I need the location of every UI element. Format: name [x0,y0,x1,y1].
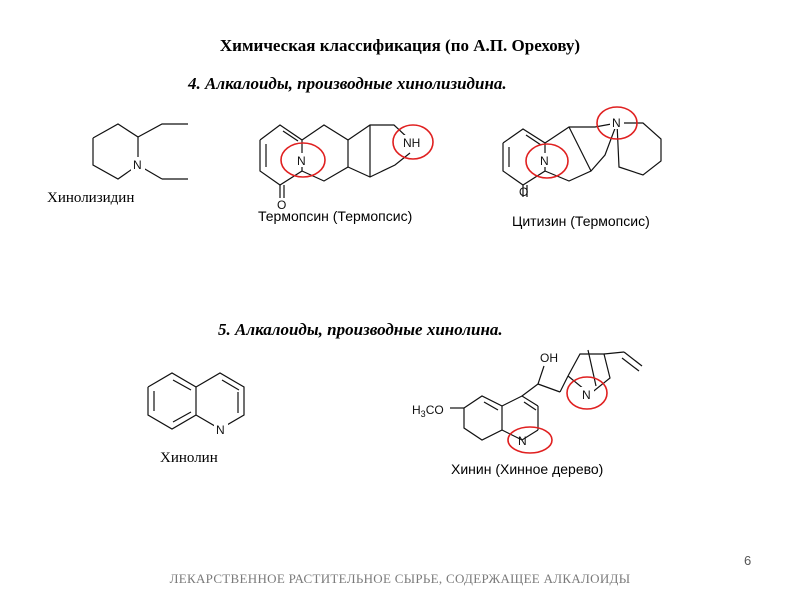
quinine-label: Хинин (Хинное дерево) [451,461,604,477]
quinine-bridge-n-atom: N [582,388,591,402]
quinine-och3-sub: 3 [421,409,426,419]
thermopsine-nh-atom: NH [403,136,420,150]
thermopsine-n-highlight [280,142,326,178]
quinoline-label: Хинолин [160,450,218,466]
cytisine-o-atom: O [519,185,528,199]
section-5-heading: 5. Алкалоиды, производные хинолина. [218,320,503,339]
page-number: 6 [744,553,752,568]
thermopsine-nh-highlight [392,124,434,160]
slide-title: Химическая классификация (по А.П. Орехов… [219,36,581,55]
svg-text:H3CO: H3CO [412,403,444,419]
cytisine-n1-atom: N [540,154,549,168]
thermopsine-n-atom: N [297,154,306,168]
quinine-oh-group: OH [540,351,558,365]
cytisine-n2-atom: N [612,116,621,130]
quinine-ring-n-atom: N [518,434,527,448]
cytisine-n1-highlight [525,143,569,179]
quinine-och3-h: H [412,403,421,417]
slide-footer: ЛЕКАРСТВЕННОЕ РАСТИТЕЛЬНОЕ СЫРЬЕ, СОДЕРЖ… [169,571,631,586]
thermopsine-structure: N NH O [259,124,434,212]
cytisine-n2-highlight [596,106,638,140]
quinine-structure: H3CO OH N N [412,349,643,454]
thermopsine-o-atom: O [277,198,286,212]
quinoline-n-atom: N [216,423,225,437]
quinolizidine-n-atom: N [133,158,142,172]
section-4-heading: 4. Алкалоиды, производные хинолизидина. [188,74,507,93]
quinolizidine-label: Хинолизидин [47,190,135,206]
quinine-bridge-n-highlight [566,376,608,410]
thermopsine-label: Термопсин (Термопсис) [258,208,413,224]
cytisine-label: Цитизин (Термопсис) [512,213,650,229]
quinolizidine-structure: N [92,123,188,180]
cytisine-structure: N N O [502,106,662,199]
quinine-ring-n-highlight [507,426,553,454]
quinine-och3-rest: CO [426,403,444,417]
quinoline-structure: N [147,372,245,437]
